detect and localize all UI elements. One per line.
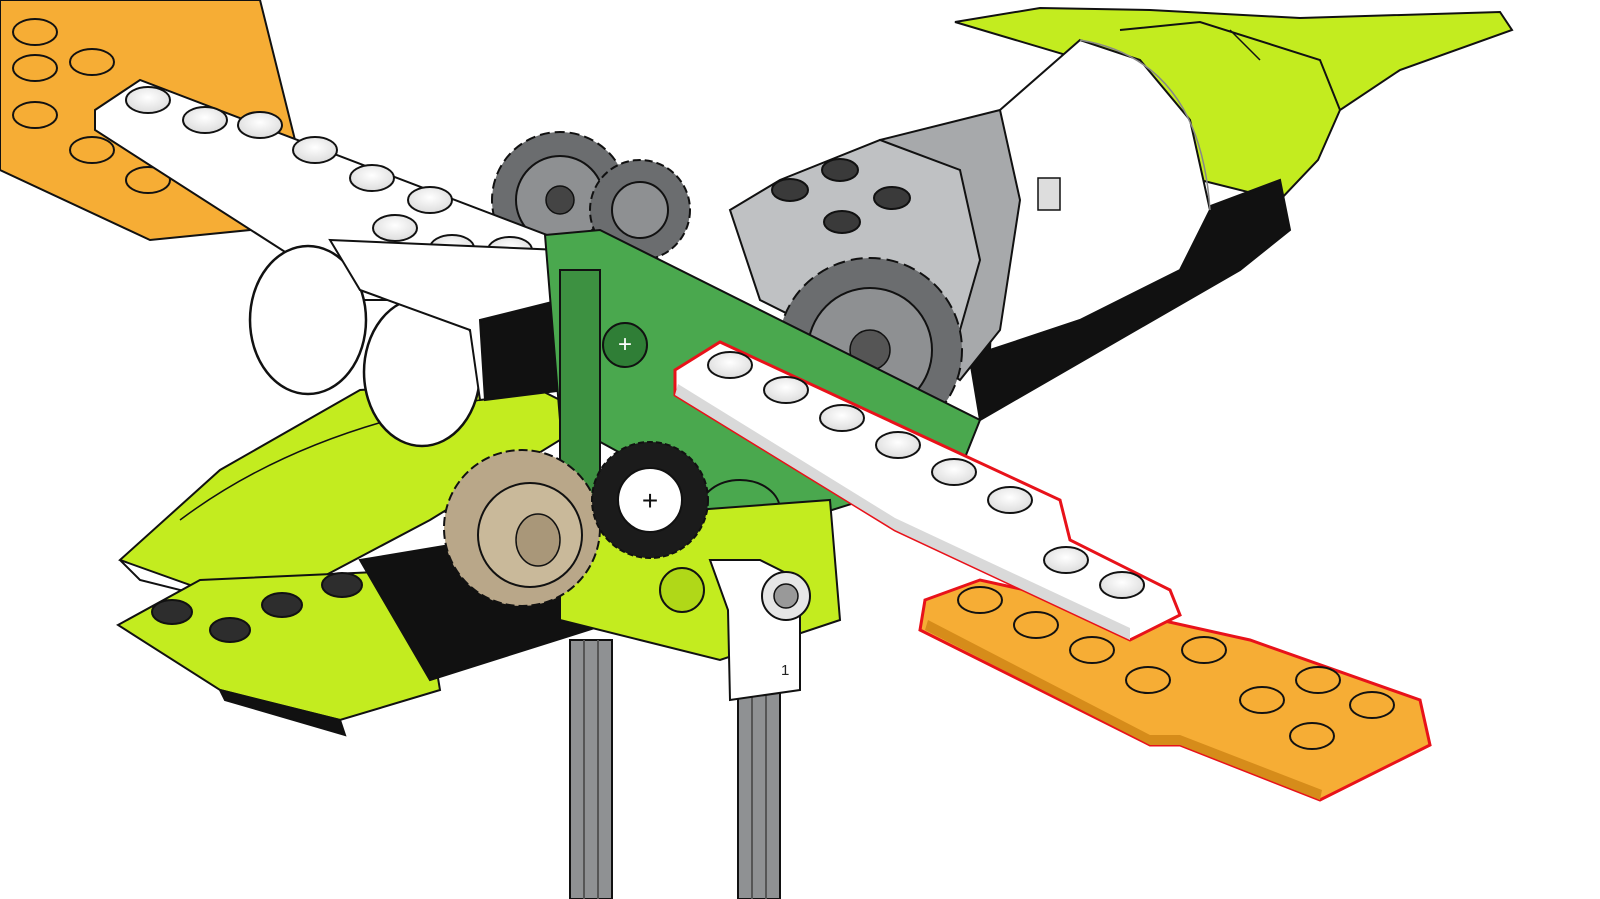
- gear-grey-upper-right: [589, 159, 691, 261]
- gear-tan-crown: [443, 449, 601, 607]
- motor-port-icon: [1037, 177, 1061, 211]
- orange-studs-right: [957, 586, 1395, 750]
- motor-studs: [771, 158, 911, 234]
- axle-pin-label: 1: [781, 662, 789, 679]
- head-white-block: [328, 238, 582, 402]
- support-beam-right: [737, 689, 781, 899]
- orange-studs-left: [12, 18, 171, 194]
- right-wing-highlighted: [673, 340, 1432, 802]
- svg-text:+: +: [618, 331, 632, 358]
- axle-hole-icon: [602, 322, 648, 368]
- motor-base-black: [958, 178, 1292, 422]
- svg-text:+: +: [642, 485, 658, 516]
- support-beam-left: [569, 639, 613, 899]
- eye-left: [248, 244, 368, 396]
- white-studs-right: [707, 351, 1145, 599]
- motor: [728, 38, 1212, 382]
- head-black-studs: [151, 572, 363, 643]
- axle-pin-connector: 1: [708, 559, 811, 702]
- gear-black-small: +: [591, 441, 709, 559]
